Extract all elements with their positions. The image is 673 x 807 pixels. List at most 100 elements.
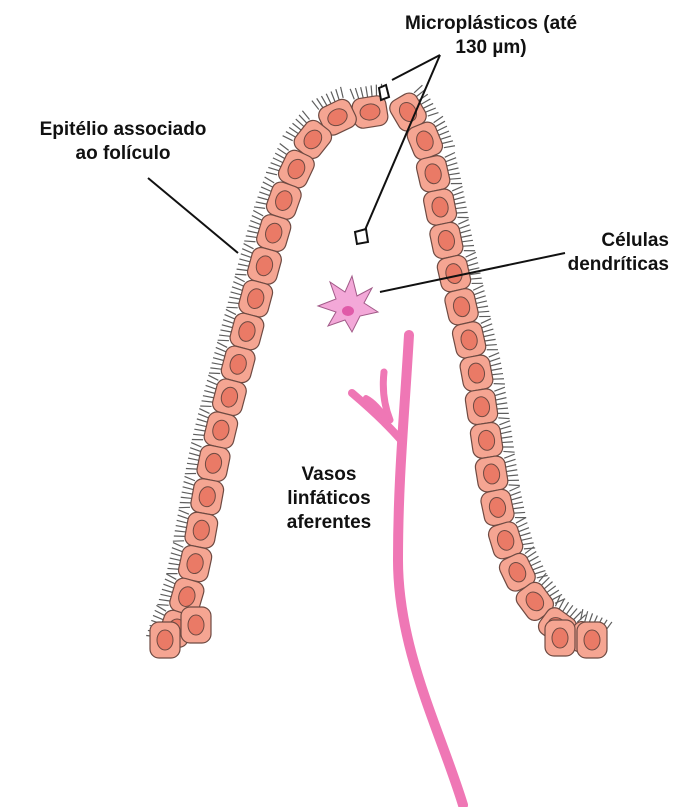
microplastics-label-line2: 130 µm) <box>396 36 586 60</box>
cilium <box>505 459 516 462</box>
cilium <box>462 240 473 241</box>
cilium <box>506 470 517 472</box>
cilium <box>490 358 501 362</box>
cilium <box>163 584 173 588</box>
cilium <box>525 547 534 554</box>
cilium <box>172 548 182 552</box>
cilium <box>511 497 522 500</box>
cilium <box>167 568 178 569</box>
epithelial-cell <box>189 477 225 516</box>
cilium <box>447 163 458 166</box>
cilium <box>226 309 236 314</box>
epithelial-cell <box>464 388 499 426</box>
lymphatic-vessel <box>352 335 463 805</box>
cilium <box>265 177 275 183</box>
cilium <box>203 396 214 398</box>
cilium <box>501 436 512 438</box>
cilium <box>317 98 323 107</box>
epithelial-cell <box>474 455 509 493</box>
cilium <box>216 347 226 351</box>
cilium <box>193 434 204 435</box>
lymphatic-label-line2: linfáticos <box>270 487 388 511</box>
cilium <box>296 119 304 126</box>
cilium <box>223 320 233 324</box>
cilium <box>235 277 245 282</box>
epithelial-cell <box>150 622 180 658</box>
cell-nucleus <box>188 615 204 635</box>
cilium <box>175 531 186 532</box>
cilium <box>552 594 562 599</box>
cilium <box>239 259 250 262</box>
cilium <box>512 502 523 504</box>
cilium <box>166 574 176 579</box>
cilium <box>222 325 233 328</box>
epithelial-cell <box>415 154 452 194</box>
cilium <box>533 566 543 570</box>
cilium <box>502 442 513 443</box>
cilium <box>437 126 447 131</box>
cilium <box>563 602 569 611</box>
cilium <box>440 136 450 139</box>
lymphatic-vessels-label: Vasos linfáticos aferentes <box>270 463 388 535</box>
epithelial-cell <box>428 221 464 260</box>
cilium <box>231 292 242 295</box>
cilium <box>235 274 246 275</box>
cilium <box>486 345 497 346</box>
cilium <box>542 577 550 585</box>
cilium <box>514 512 525 513</box>
cilium <box>475 296 486 299</box>
cilium <box>241 254 251 258</box>
cilium <box>513 507 524 508</box>
cilium <box>509 485 520 486</box>
lymphatic-label-line1: Vasos <box>270 463 388 487</box>
cilium <box>421 99 430 105</box>
cilium <box>237 269 248 270</box>
cilium <box>182 492 193 494</box>
cilium <box>253 210 263 215</box>
cilium <box>366 86 368 97</box>
cilium <box>191 443 201 448</box>
cilium <box>280 144 289 151</box>
cilium <box>434 116 443 122</box>
cilium <box>196 424 207 427</box>
cilium <box>190 448 200 452</box>
cilium <box>491 368 502 370</box>
cilium <box>477 306 488 308</box>
cilium <box>194 429 205 431</box>
cilium <box>371 85 372 96</box>
cilium <box>170 558 181 560</box>
cilium <box>181 497 192 498</box>
cilium <box>321 96 326 106</box>
cilium <box>188 458 199 460</box>
cilium <box>570 608 577 616</box>
cilium <box>271 163 281 167</box>
cilium <box>289 127 298 133</box>
cilium <box>286 132 296 138</box>
cilium <box>283 136 293 141</box>
cilium <box>250 221 260 225</box>
cilium <box>213 358 224 361</box>
cilium <box>466 252 476 257</box>
cilium <box>247 231 258 233</box>
cilium <box>485 339 496 341</box>
dendritic-cell-icon <box>318 276 378 332</box>
cilium <box>474 291 484 295</box>
epithelial-cell <box>422 187 458 226</box>
cilium <box>326 94 331 104</box>
epithelial-cell <box>459 354 495 393</box>
dendritic-cells-label: Células dendríticas <box>554 229 669 277</box>
cilium <box>162 589 173 592</box>
cilium <box>249 226 260 229</box>
cilium <box>341 87 344 98</box>
cilium <box>208 375 218 380</box>
cilium <box>444 146 455 148</box>
cilium <box>254 207 265 208</box>
cilium <box>435 121 445 127</box>
cilium <box>544 582 552 589</box>
cilium <box>165 579 175 584</box>
cilium <box>494 387 505 391</box>
cilium <box>517 523 527 528</box>
cilium <box>467 257 477 261</box>
cilium <box>331 92 335 102</box>
cilium <box>503 451 514 452</box>
